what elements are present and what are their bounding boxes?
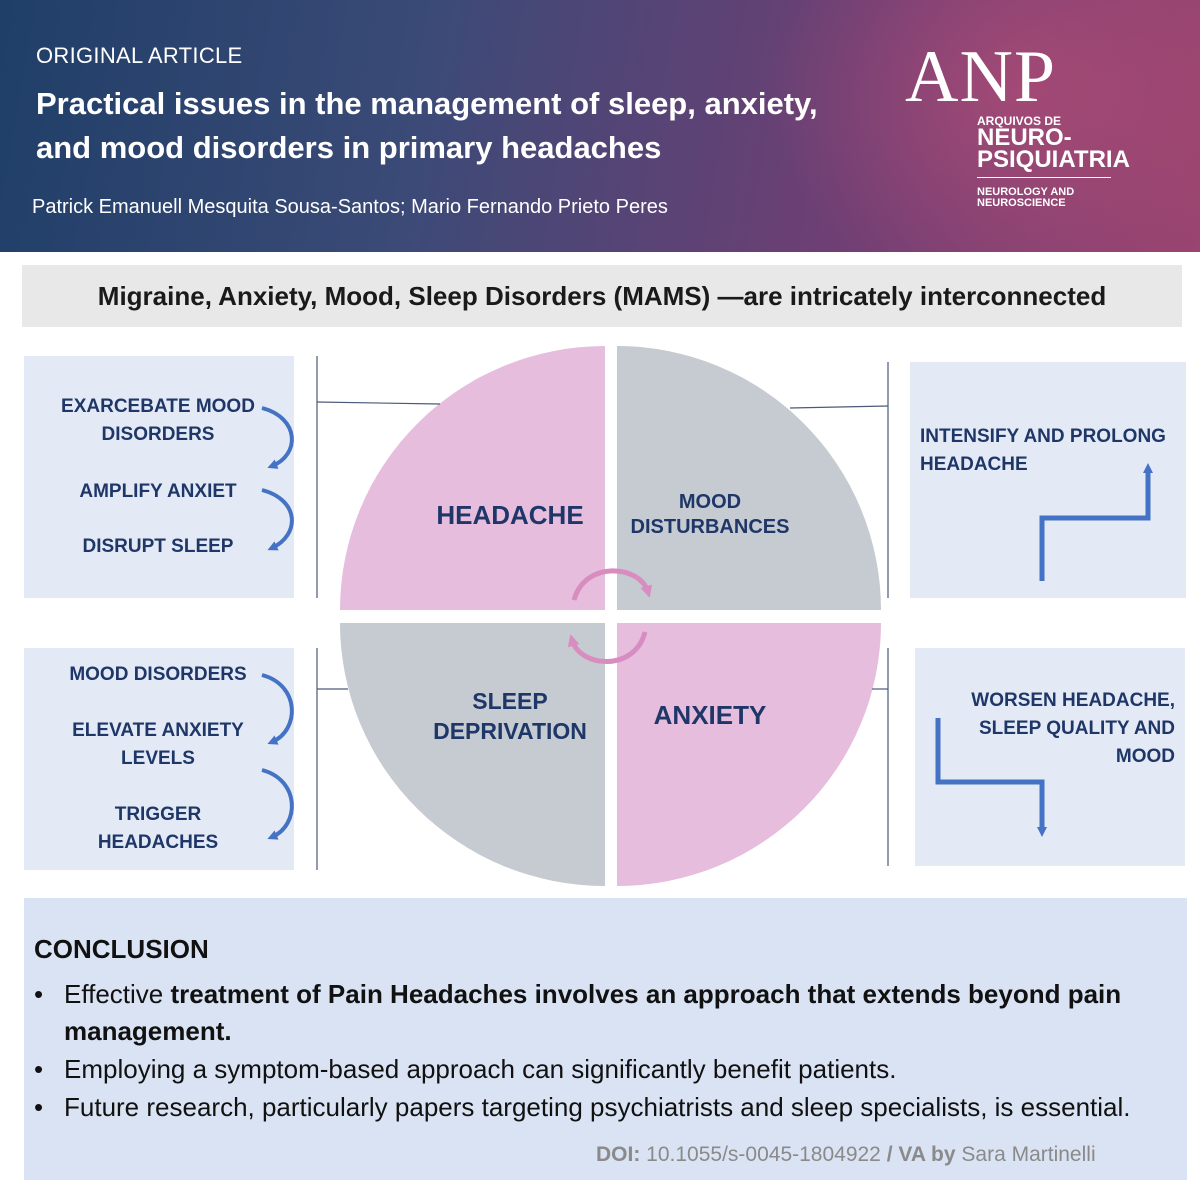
banner-text: Migraine, Anxiety, Mood, Sleep Disorders… <box>97 280 1107 311</box>
connector-lines <box>316 356 889 870</box>
right-bottom-line-3: MOOD <box>1115 746 1175 767</box>
logo-anp: ANP <box>905 36 1057 118</box>
right-bottom-label: WORSEN HEADACHE, SLEEP QUALITY AND MOOD <box>925 687 1175 771</box>
mood-label: MOOD DISTURBANCES <box>620 490 800 540</box>
left-top-item-1-line-1: EXARCEBATE MOOD <box>61 396 255 417</box>
conclusion-item-2: • Employing a symptom-based approach can… <box>34 1051 1184 1088</box>
title-line-2: and mood disorders in primary headaches <box>36 130 662 165</box>
conclusion-item-1-bold: treatment of Pain Headaches involves an … <box>64 979 1122 1046</box>
sleep-label-line-1: SLEEP <box>472 688 548 714</box>
conclusion-box <box>24 898 1187 1180</box>
step-down-arrow <box>935 718 1047 837</box>
logo-line-5: NEUROSCIENCE <box>977 197 1066 209</box>
left-top-item-3: DISRUPT SLEEP <box>82 536 234 557</box>
left-top-curved-arrows <box>261 406 294 551</box>
mood-label-line-2: DISTURBANCES <box>630 516 790 538</box>
left-bottom-item-2-line-1: ELEVATE ANXIETY <box>72 720 244 741</box>
header-glow <box>760 0 1200 252</box>
headache-label: HEADACHE <box>436 500 584 530</box>
sleep-label-line-2: DEPRIVATION <box>433 718 587 744</box>
mood-label-line-1: MOOD <box>678 491 742 513</box>
right-bottom-line-1: WORSEN HEADACHE, <box>971 690 1175 711</box>
left-bottom-item-2-line-2: LEVELS <box>121 748 195 769</box>
bullet: • <box>34 979 44 1009</box>
sleep-label: SLEEP DEPRIVATION <box>420 686 600 746</box>
title-line-1: Practical issues in the management of sl… <box>36 86 818 121</box>
conclusion-item-3-text: Future research, particularly papers tar… <box>64 1092 1131 1122</box>
logo-line-1: ARQUIVOS DE <box>977 114 1062 128</box>
left-bottom-item-3: TRIGGER HEADACHES <box>40 801 276 857</box>
right-top-line-2: HEADACHE <box>920 454 1028 475</box>
left-top-item-1-line-2: DISORDERS <box>101 424 215 445</box>
bullet: • <box>34 1092 44 1122</box>
doi-value: 10.1055/s-0045-1804922 <box>640 1143 887 1166</box>
doi-label: DOI: <box>596 1143 641 1166</box>
conclusion-item-1-plain: Effective <box>64 979 171 1009</box>
right-top-box <box>910 362 1186 598</box>
header-banner: ORIGINAL ARTICLE Practical issues in the… <box>0 0 1200 252</box>
article-title: Practical issues in the management of sl… <box>36 82 866 170</box>
left-top-item-1: EXARCEBATE MOOD DISORDERS <box>40 393 276 449</box>
logo-rule <box>977 177 1111 178</box>
right-top-line-1: INTENSIFY AND PROLONG <box>920 426 1166 447</box>
anp-logo: ANP ARQUIVOS DE NEURO- PSIQUIATRIA NEURO… <box>905 40 1165 220</box>
left-bottom-item-2: ELEVATE ANXIETY LEVELS <box>40 717 276 773</box>
left-bottom-box <box>24 648 294 870</box>
left-top-item-2: AMPLIFY ANXIET <box>79 481 237 502</box>
article-type: ORIGINAL ARTICLE <box>36 43 243 68</box>
right-bottom-line-2: SLEEP QUALITY AND <box>978 718 1175 739</box>
left-bottom-curved-arrows <box>261 673 294 840</box>
left-bottom-item-3-line-1: TRIGGER <box>114 804 202 825</box>
conclusion-list: • Effective treatment of Pain Headaches … <box>34 976 1184 1127</box>
conclusion-title: CONCLUSION <box>34 934 209 964</box>
left-bottom-item-3-line-2: HEADACHES <box>97 832 219 853</box>
conclusion-item-1: • Effective treatment of Pain Headaches … <box>34 976 1184 1050</box>
logo-line-4: NEUROLOGY AND <box>977 186 1075 198</box>
logo-line-2: NEURO- <box>977 124 1072 151</box>
right-bottom-box <box>915 648 1185 866</box>
right-top-label: INTENSIFY AND PROLONG HEADACHE <box>920 423 1182 479</box>
bullet: • <box>34 1054 44 1084</box>
step-up-arrow <box>1039 463 1153 581</box>
anxiety-label: ANXIETY <box>653 700 767 730</box>
doi-credit: DOI: 10.1055/s-0045-1804922 / VA by Sara… <box>596 1143 1096 1167</box>
left-bottom-item-1: MOOD DISORDERS <box>69 664 247 685</box>
conclusion-item-2-text: Employing a symptom-based approach can s… <box>64 1054 897 1084</box>
va-label: / VA by <box>886 1143 956 1166</box>
conclusion-item-3: • Future research, particularly papers t… <box>34 1089 1184 1126</box>
mams-banner: Migraine, Anxiety, Mood, Sleep Disorders… <box>22 265 1182 327</box>
va-name: Sara Martinelli <box>955 1143 1096 1166</box>
authors: Patrick Emanuell Mesquita Sousa-Santos; … <box>32 196 668 218</box>
logo-line-3: PSIQUIATRIA <box>977 146 1130 173</box>
left-top-box <box>24 356 294 598</box>
cycle-arrows <box>567 568 653 664</box>
